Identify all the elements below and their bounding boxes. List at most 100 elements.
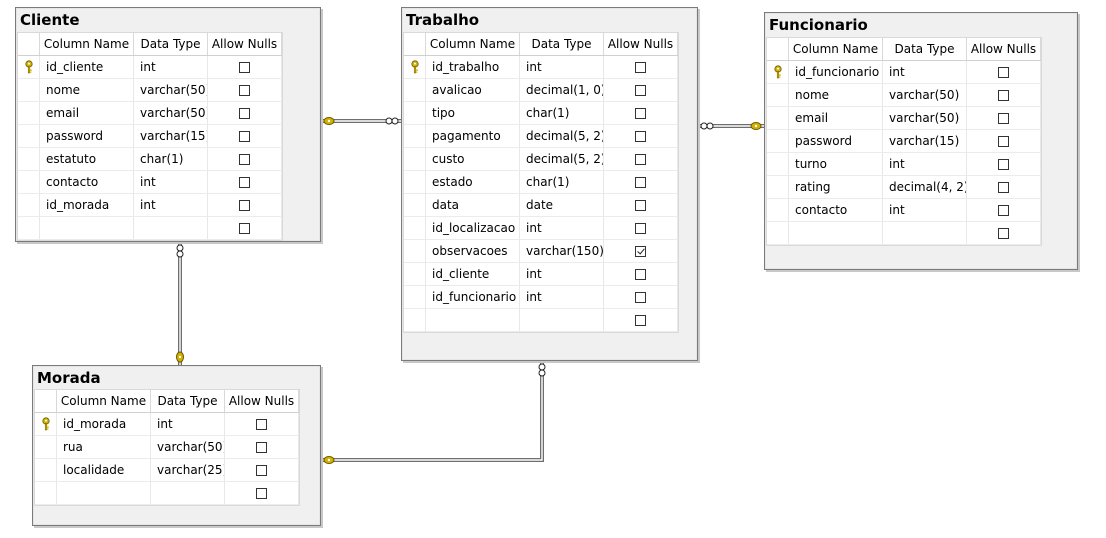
data-type-cell[interactable]: varchar(25) [151, 459, 225, 481]
row-selector[interactable] [404, 286, 426, 308]
allow-nulls-checkbox[interactable] [635, 200, 646, 211]
column-name-cell[interactable] [426, 309, 520, 331]
allow-nulls-checkbox[interactable] [998, 67, 1009, 78]
allow-nulls-checkbox[interactable] [998, 90, 1009, 101]
row-selector[interactable] [18, 194, 40, 216]
row-selector[interactable] [404, 148, 426, 170]
allow-nulls-checkbox[interactable] [635, 315, 646, 326]
data-type-cell[interactable]: varchar(50) [151, 436, 225, 458]
data-type-cell[interactable]: char(1) [520, 102, 604, 124]
column-name-cell[interactable]: avalicao [426, 79, 520, 101]
new-column-row[interactable] [35, 482, 299, 505]
allow-nulls-checkbox[interactable] [239, 85, 250, 96]
data-type-cell[interactable]: int [520, 286, 604, 308]
row-selector[interactable] [767, 84, 789, 106]
allow-nulls-checkbox[interactable] [256, 465, 267, 476]
data-type-cell[interactable]: varchar(15) [883, 130, 967, 152]
column-name-cell[interactable]: contacto [40, 171, 134, 193]
data-type-cell[interactable]: decimal(5, 2) [520, 148, 604, 170]
row-selector[interactable] [404, 194, 426, 216]
allow-nulls-checkbox[interactable] [239, 223, 250, 234]
allow-nulls-checkbox[interactable] [256, 419, 267, 430]
row-selector[interactable] [18, 125, 40, 147]
column-name-cell[interactable]: observacoes [426, 240, 520, 262]
column-name-cell[interactable]: id_localizacao [426, 217, 520, 239]
row-selector[interactable] [18, 79, 40, 101]
data-type-cell[interactable]: varchar(50) [883, 84, 967, 106]
allow-nulls-checkbox[interactable] [635, 292, 646, 303]
data-type-cell[interactable]: varchar(50) [134, 102, 208, 124]
allow-nulls-checkbox[interactable] [256, 488, 267, 499]
allow-nulls-checkbox[interactable] [635, 108, 646, 119]
column-name-cell[interactable]: pagamento [426, 125, 520, 147]
data-type-cell[interactable]: int [151, 413, 225, 435]
row-selector[interactable] [35, 459, 57, 481]
column-name-cell[interactable]: localidade [57, 459, 151, 481]
row-selector[interactable] [404, 171, 426, 193]
allow-nulls-checkbox[interactable] [239, 154, 250, 165]
data-type-cell[interactable] [151, 482, 225, 504]
data-type-cell[interactable]: int [883, 153, 967, 175]
row-selector[interactable] [35, 482, 57, 504]
column-name-cell[interactable]: password [40, 125, 134, 147]
column-name-cell[interactable]: id_cliente [40, 56, 134, 78]
column-name-cell[interactable]: email [789, 107, 883, 129]
row-selector[interactable] [404, 217, 426, 239]
column-name-cell[interactable]: email [40, 102, 134, 124]
allow-nulls-checkbox[interactable] [239, 131, 250, 142]
row-selector[interactable] [404, 263, 426, 285]
row-selector[interactable] [404, 125, 426, 147]
column-name-cell[interactable]: turno [789, 153, 883, 175]
data-type-cell[interactable]: int [134, 194, 208, 216]
row-selector[interactable] [18, 148, 40, 170]
new-column-row[interactable] [18, 217, 282, 240]
allow-nulls-checkbox[interactable] [998, 205, 1009, 216]
data-type-cell[interactable]: int [134, 171, 208, 193]
column-name-cell[interactable]: nome [40, 79, 134, 101]
column-name-cell[interactable]: contacto [789, 199, 883, 221]
row-selector[interactable] [18, 56, 40, 78]
data-type-cell[interactable]: char(1) [134, 148, 208, 170]
allow-nulls-checkbox[interactable] [998, 136, 1009, 147]
column-name-cell[interactable]: password [789, 130, 883, 152]
data-type-cell[interactable]: int [883, 199, 967, 221]
allow-nulls-checkbox[interactable] [239, 62, 250, 73]
column-name-cell[interactable]: rating [789, 176, 883, 198]
data-type-cell[interactable] [134, 217, 208, 239]
row-selector[interactable] [404, 79, 426, 101]
row-selector[interactable] [18, 217, 40, 239]
allow-nulls-checkbox[interactable] [635, 62, 646, 73]
column-name-cell[interactable] [57, 482, 151, 504]
row-selector[interactable] [35, 413, 57, 435]
data-type-cell[interactable]: int [883, 61, 967, 83]
data-type-cell[interactable]: decimal(4, 2) [883, 176, 967, 198]
row-selector[interactable] [404, 309, 426, 331]
allow-nulls-checkbox[interactable] [635, 269, 646, 280]
column-name-cell[interactable]: id_funcionario [426, 286, 520, 308]
allow-nulls-checkbox[interactable] [635, 131, 646, 142]
column-name-cell[interactable]: estado [426, 171, 520, 193]
column-name-cell[interactable]: id_cliente [426, 263, 520, 285]
column-name-cell[interactable]: rua [57, 436, 151, 458]
row-selector[interactable] [404, 240, 426, 262]
row-selector[interactable] [404, 102, 426, 124]
data-type-cell[interactable] [883, 222, 967, 244]
new-column-row[interactable] [404, 309, 678, 332]
data-type-cell[interactable]: date [520, 194, 604, 216]
